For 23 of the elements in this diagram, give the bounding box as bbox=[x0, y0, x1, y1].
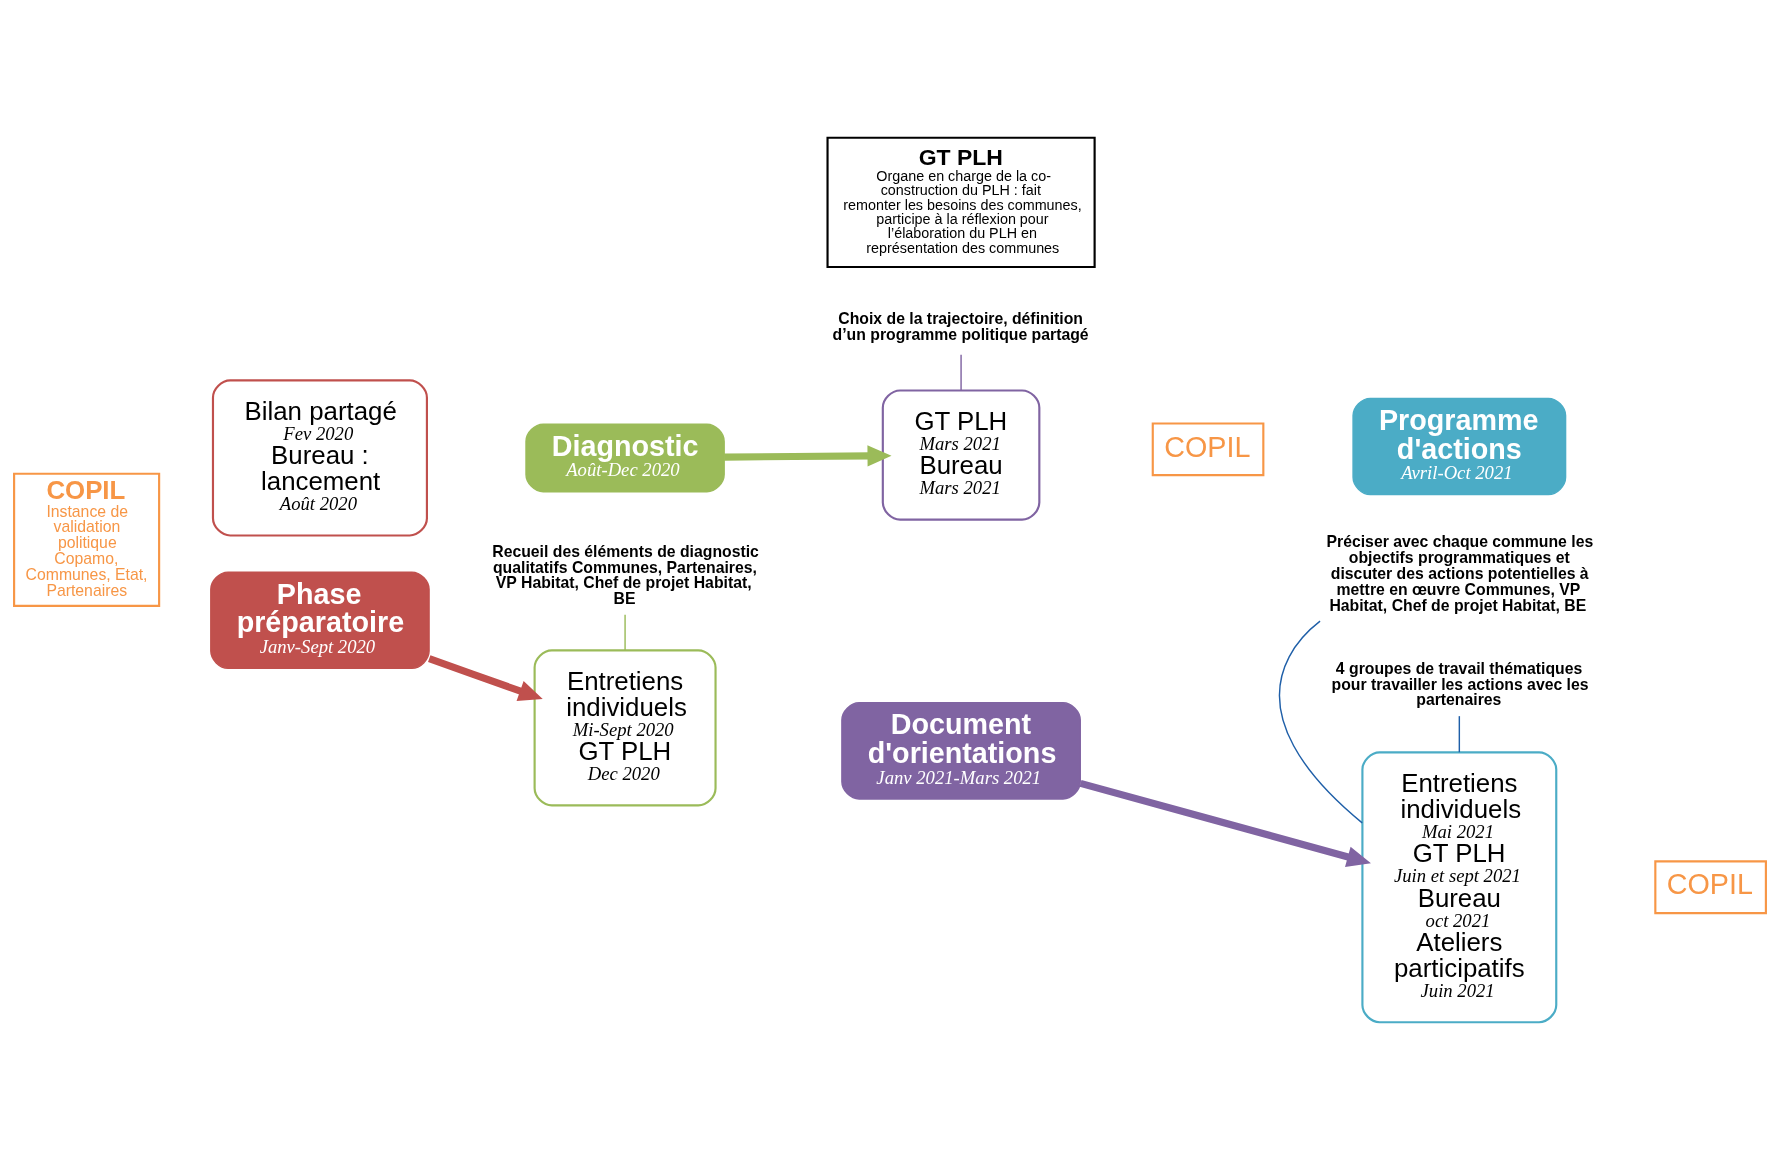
node-box: Phase préparatoire Janv-Sept 2020 bbox=[210, 571, 430, 670]
node-box: Bilan partagé Fev 2020 Bureau : lancement Août 2020 bbox=[211, 379, 428, 537]
node-box: Programme d'actions Avril-Oct 2021 bbox=[1352, 397, 1567, 496]
node-box: Document d'orientations Janv 2021-Mars 2021 bbox=[841, 702, 1081, 800]
node-box: Entretiens individuels Mi-Sept 2020 GT PLH Dec 2020 bbox=[533, 649, 717, 807]
connector bbox=[1458, 715, 1461, 753]
arrow bbox=[724, 445, 892, 467]
connector bbox=[960, 354, 962, 392]
node-text: Préciser avec chaque commune les objectifs programmatiques et discuter des actions potentielles à mettre en œuvre Communes, VP Habitat, Chef de projet Habitat, BE bbox=[1326, 533, 1594, 614]
node-box: GT PLH Organe en charge de la co-construction du PLH : fait remonter les besoins des communes, participe à la réflexion pour l’élaboration du PLH en représentation des communes bbox=[826, 136, 1096, 269]
arrow bbox=[1079, 779, 1371, 868]
connector bbox=[624, 614, 626, 651]
node-text: Choix de la trajectoire, définition d’un programme politique partagé bbox=[832, 310, 1089, 343]
connector bbox=[1279, 620, 1363, 824]
node-text: Recueil des éléments de diagnostic qualitatifs Communes, Partenaires, VP Habitat, Chef de projet Habitat, BE bbox=[492, 542, 759, 608]
node-box: COPIL Instance de validation politique Copamo, Communes, Etat, Partenaires bbox=[13, 472, 161, 607]
node-box: Diagnostic Août-Dec 2020 bbox=[525, 423, 725, 493]
node-box: COPIL bbox=[1151, 422, 1265, 477]
node-box: GT PLH Mars 2021 Bureau Mars 2021 bbox=[881, 389, 1041, 521]
node-text: 4 groupes de travail thématiques pour travailler les actions avec les partenaires bbox=[1331, 659, 1589, 709]
node-box: COPIL bbox=[1654, 860, 1767, 915]
arrow bbox=[428, 655, 543, 701]
node-box: Entretiens individuels Mai 2021 GT PLH Juin et sept 2021 Bureau oct 2021 Ateliers participatifs Juin 2021 bbox=[1361, 751, 1558, 1024]
